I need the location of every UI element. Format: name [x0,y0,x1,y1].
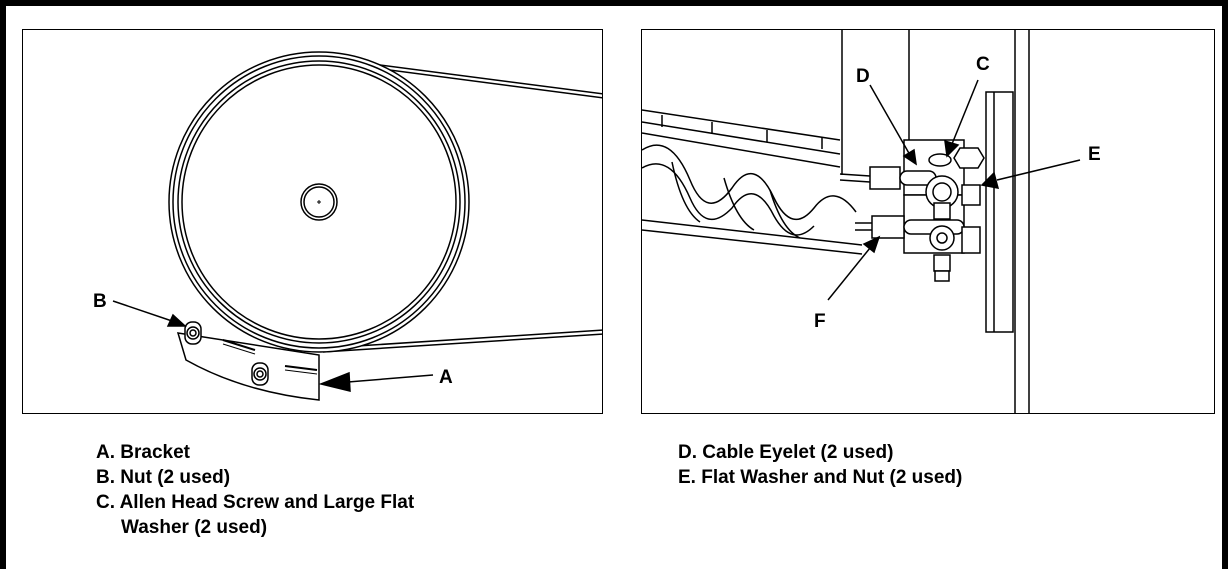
flat-washer-nut [925,175,981,282]
legend-left: A. Bracket B. Nut (2 used) C. Allen Head… [96,440,414,540]
arrow-e [980,171,1000,189]
pulley-drawing: B A [93,51,602,401]
legend-right: D. Cable Eyelet (2 used) E. Flat Washer … [678,440,962,490]
arrow-b [166,313,187,327]
legend-item-b: B. Nut (2 used) [96,467,231,488]
callout-b: B [93,291,107,312]
legend-item-d: D. Cable Eyelet (2 used) [678,442,894,463]
callout-a: A [439,367,453,388]
cable-eyelet-lower [855,215,965,251]
pulley-hub [300,183,338,221]
legend-item-c-continuation: Washer (2 used) [121,517,268,538]
arrow-c [944,139,960,158]
callout-e: E [1088,144,1101,165]
arrow-d [902,148,917,166]
arrow-a [318,371,351,392]
wing-nut-lower [251,362,269,386]
callout-d: D [856,66,870,87]
wing-nut-upper [184,321,202,345]
mounting-plate [985,91,1014,333]
bracket [176,332,320,401]
cable-eyelet-upper [839,147,985,190]
legend-item-e: E. Flat Washer and Nut (2 used) [678,467,963,488]
arrow-f [862,235,881,254]
illustration-cable-eyelets: D C E F [641,29,1215,414]
callout-c: C [976,54,990,75]
legend-item-c: C. Allen Head Screw and Large Flat [96,492,415,513]
legend-item-a: A. Bracket [96,442,190,463]
cable-eyelet-drawing: D C E F [642,30,1101,413]
auger-flighting [642,144,857,221]
belt-bottom-edge [322,333,602,353]
illustration-pulley-bracket: B A [22,29,603,414]
callout-f: F [814,311,826,332]
